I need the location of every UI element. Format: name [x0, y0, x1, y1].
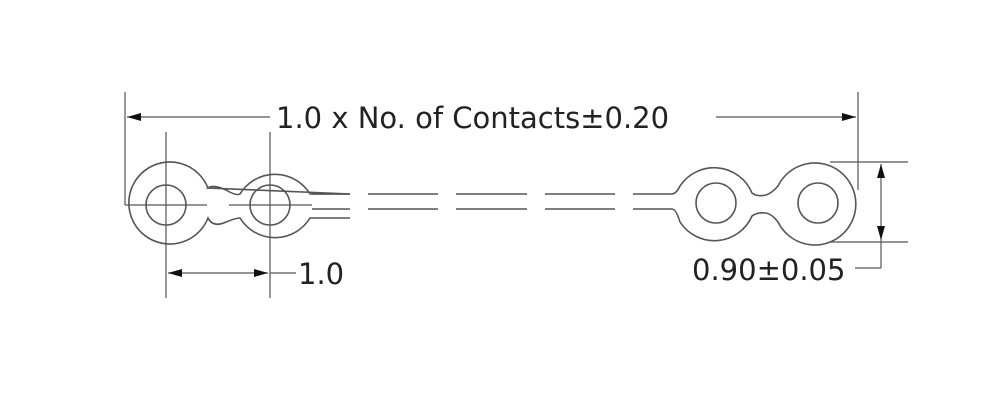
- cable-break-lines: [312, 193, 672, 210]
- right-conductor-pair: [671, 162, 857, 246]
- thickness-dimension: 0.90±0.05: [692, 161, 908, 287]
- thickness-label: 0.90±0.05: [692, 253, 845, 287]
- pitch-dimension: 1.0: [168, 257, 344, 291]
- conductor-4: [797, 182, 839, 224]
- overall-width-dimension: 1.0 x No. of Contacts±0.20: [124, 92, 859, 205]
- cable-insulation-left: [128, 161, 351, 245]
- overall-width-label: 1.0 x No. of Contacts±0.20: [276, 101, 669, 135]
- conductor-3: [695, 182, 737, 224]
- pitch-label: 1.0: [298, 257, 344, 291]
- cable-insulation-right: [671, 162, 857, 246]
- left-conductor-pair: [125, 132, 351, 298]
